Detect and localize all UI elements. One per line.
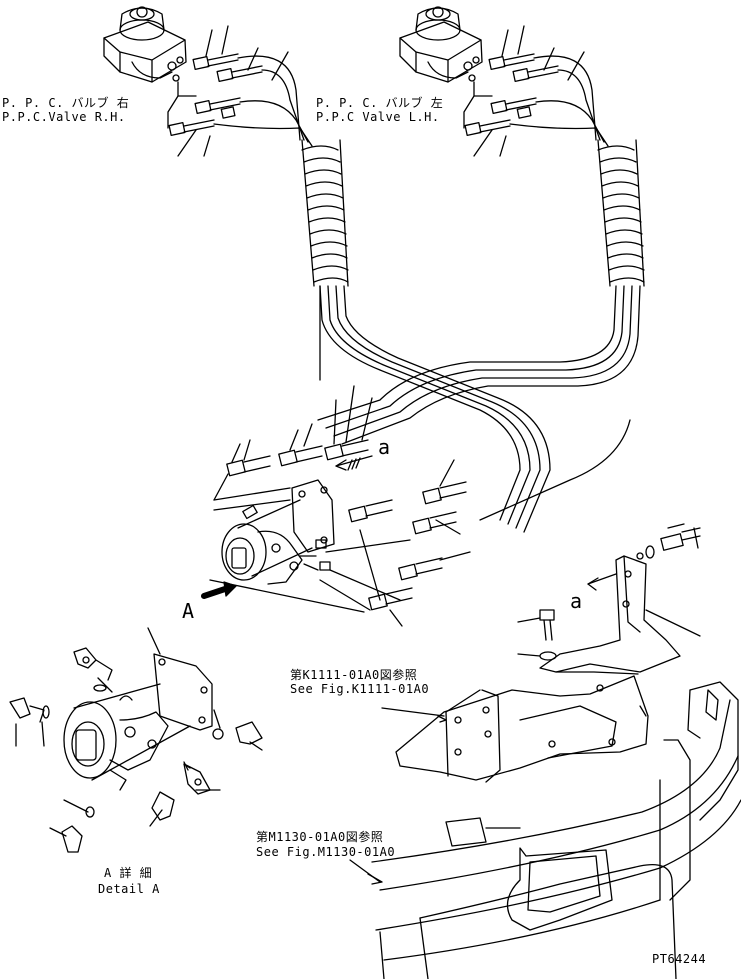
detail-a-fittings [9, 647, 263, 853]
arrow-view-a [201, 581, 237, 599]
ppc-valve-rh [103, 6, 313, 157]
label-ref-m1130-jp: 第M1130-01A0図参照 [256, 830, 384, 844]
label-ref-k1111-en: See Fig.K1111-01A0 [290, 682, 430, 696]
frame-panel-k1111 [381, 675, 649, 783]
label-detail-a-jp: A 詳 細 [104, 866, 153, 880]
label-ppc-valve-rh-jp: P. P. C. バルブ 右 [2, 96, 130, 110]
rh-valve-fittings [168, 53, 263, 136]
drawing-number: PT64244 [652, 952, 707, 966]
hose-end-fittings [209, 385, 471, 627]
label-detail-a-en: Detail A [98, 882, 160, 896]
label-ref-k1111-jp: 第K1111-01A0図参照 [290, 668, 418, 682]
callout-a-center: a [378, 435, 391, 459]
ppc-valve-lh [399, 6, 609, 157]
spiral-hose-guard-rh [301, 139, 349, 287]
hose-bundles [317, 285, 641, 533]
callout-a-bracket: a [570, 589, 583, 613]
label-ref-m1130-en: See Fig.M1130-01A0 [256, 845, 396, 859]
counterweight-m1130 [349, 681, 741, 979]
valve-assembly-center [213, 479, 411, 611]
mounting-bracket [517, 523, 701, 675]
arrow-a-center [335, 455, 373, 471]
label-ppc-valve-lh-jp: P. P. C. バルブ 左 [316, 96, 444, 110]
spiral-hose-guard-lh [597, 139, 645, 287]
detail-a-assembly [9, 627, 263, 853]
callout-view-a: A [182, 599, 195, 623]
label-ppc-valve-rh-en: P.P.C.Valve R.H. [2, 110, 126, 124]
label-ppc-valve-lh-en: P.P.C Valve L.H. [316, 110, 440, 124]
lh-valve-fittings [464, 53, 559, 136]
